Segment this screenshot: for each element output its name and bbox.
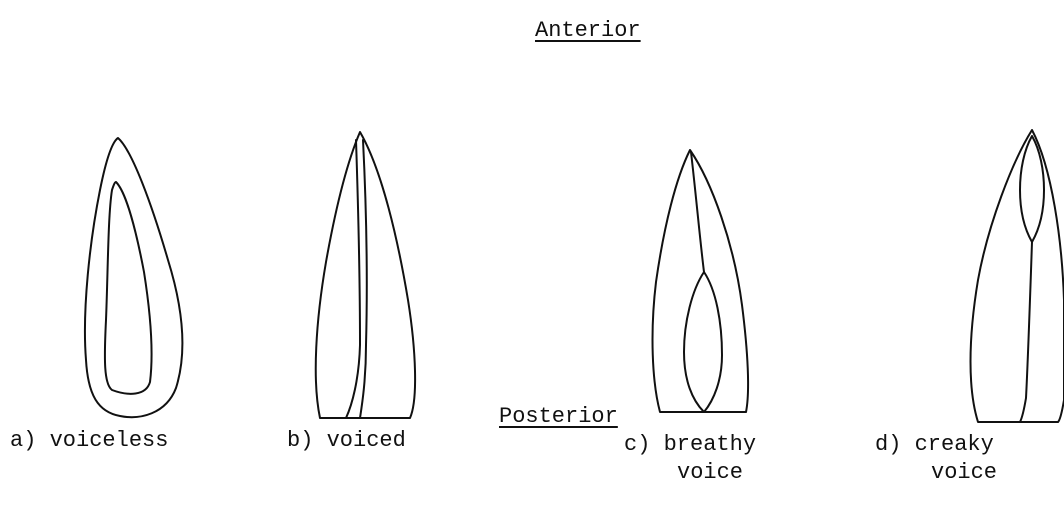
caption-a: a) voiceless [10, 428, 168, 454]
glottis-voiceless [85, 138, 182, 417]
glottis-voiced-left-fold [346, 140, 360, 418]
glottis-creaky-fold [1020, 242, 1032, 422]
glottis-voiced-right-fold [360, 140, 367, 418]
glottis-creaky-outline [971, 130, 1064, 422]
glottis-breathy-outline [653, 150, 749, 412]
glottis-breathy [653, 150, 749, 412]
caption-d-line1: d) creaky [875, 432, 994, 458]
caption-d-line2: voice [931, 460, 997, 486]
caption-c-line1: c) breathy [624, 432, 756, 458]
glottis-voiceless-outline [85, 138, 182, 417]
caption-b: b) voiced [287, 428, 406, 454]
glottis-voiced [316, 132, 415, 418]
glottis-breathy-opening [684, 272, 722, 412]
caption-c-line2: voice [677, 460, 743, 486]
glottis-creaky [971, 130, 1064, 422]
glottis-voiceless-opening [105, 182, 152, 394]
